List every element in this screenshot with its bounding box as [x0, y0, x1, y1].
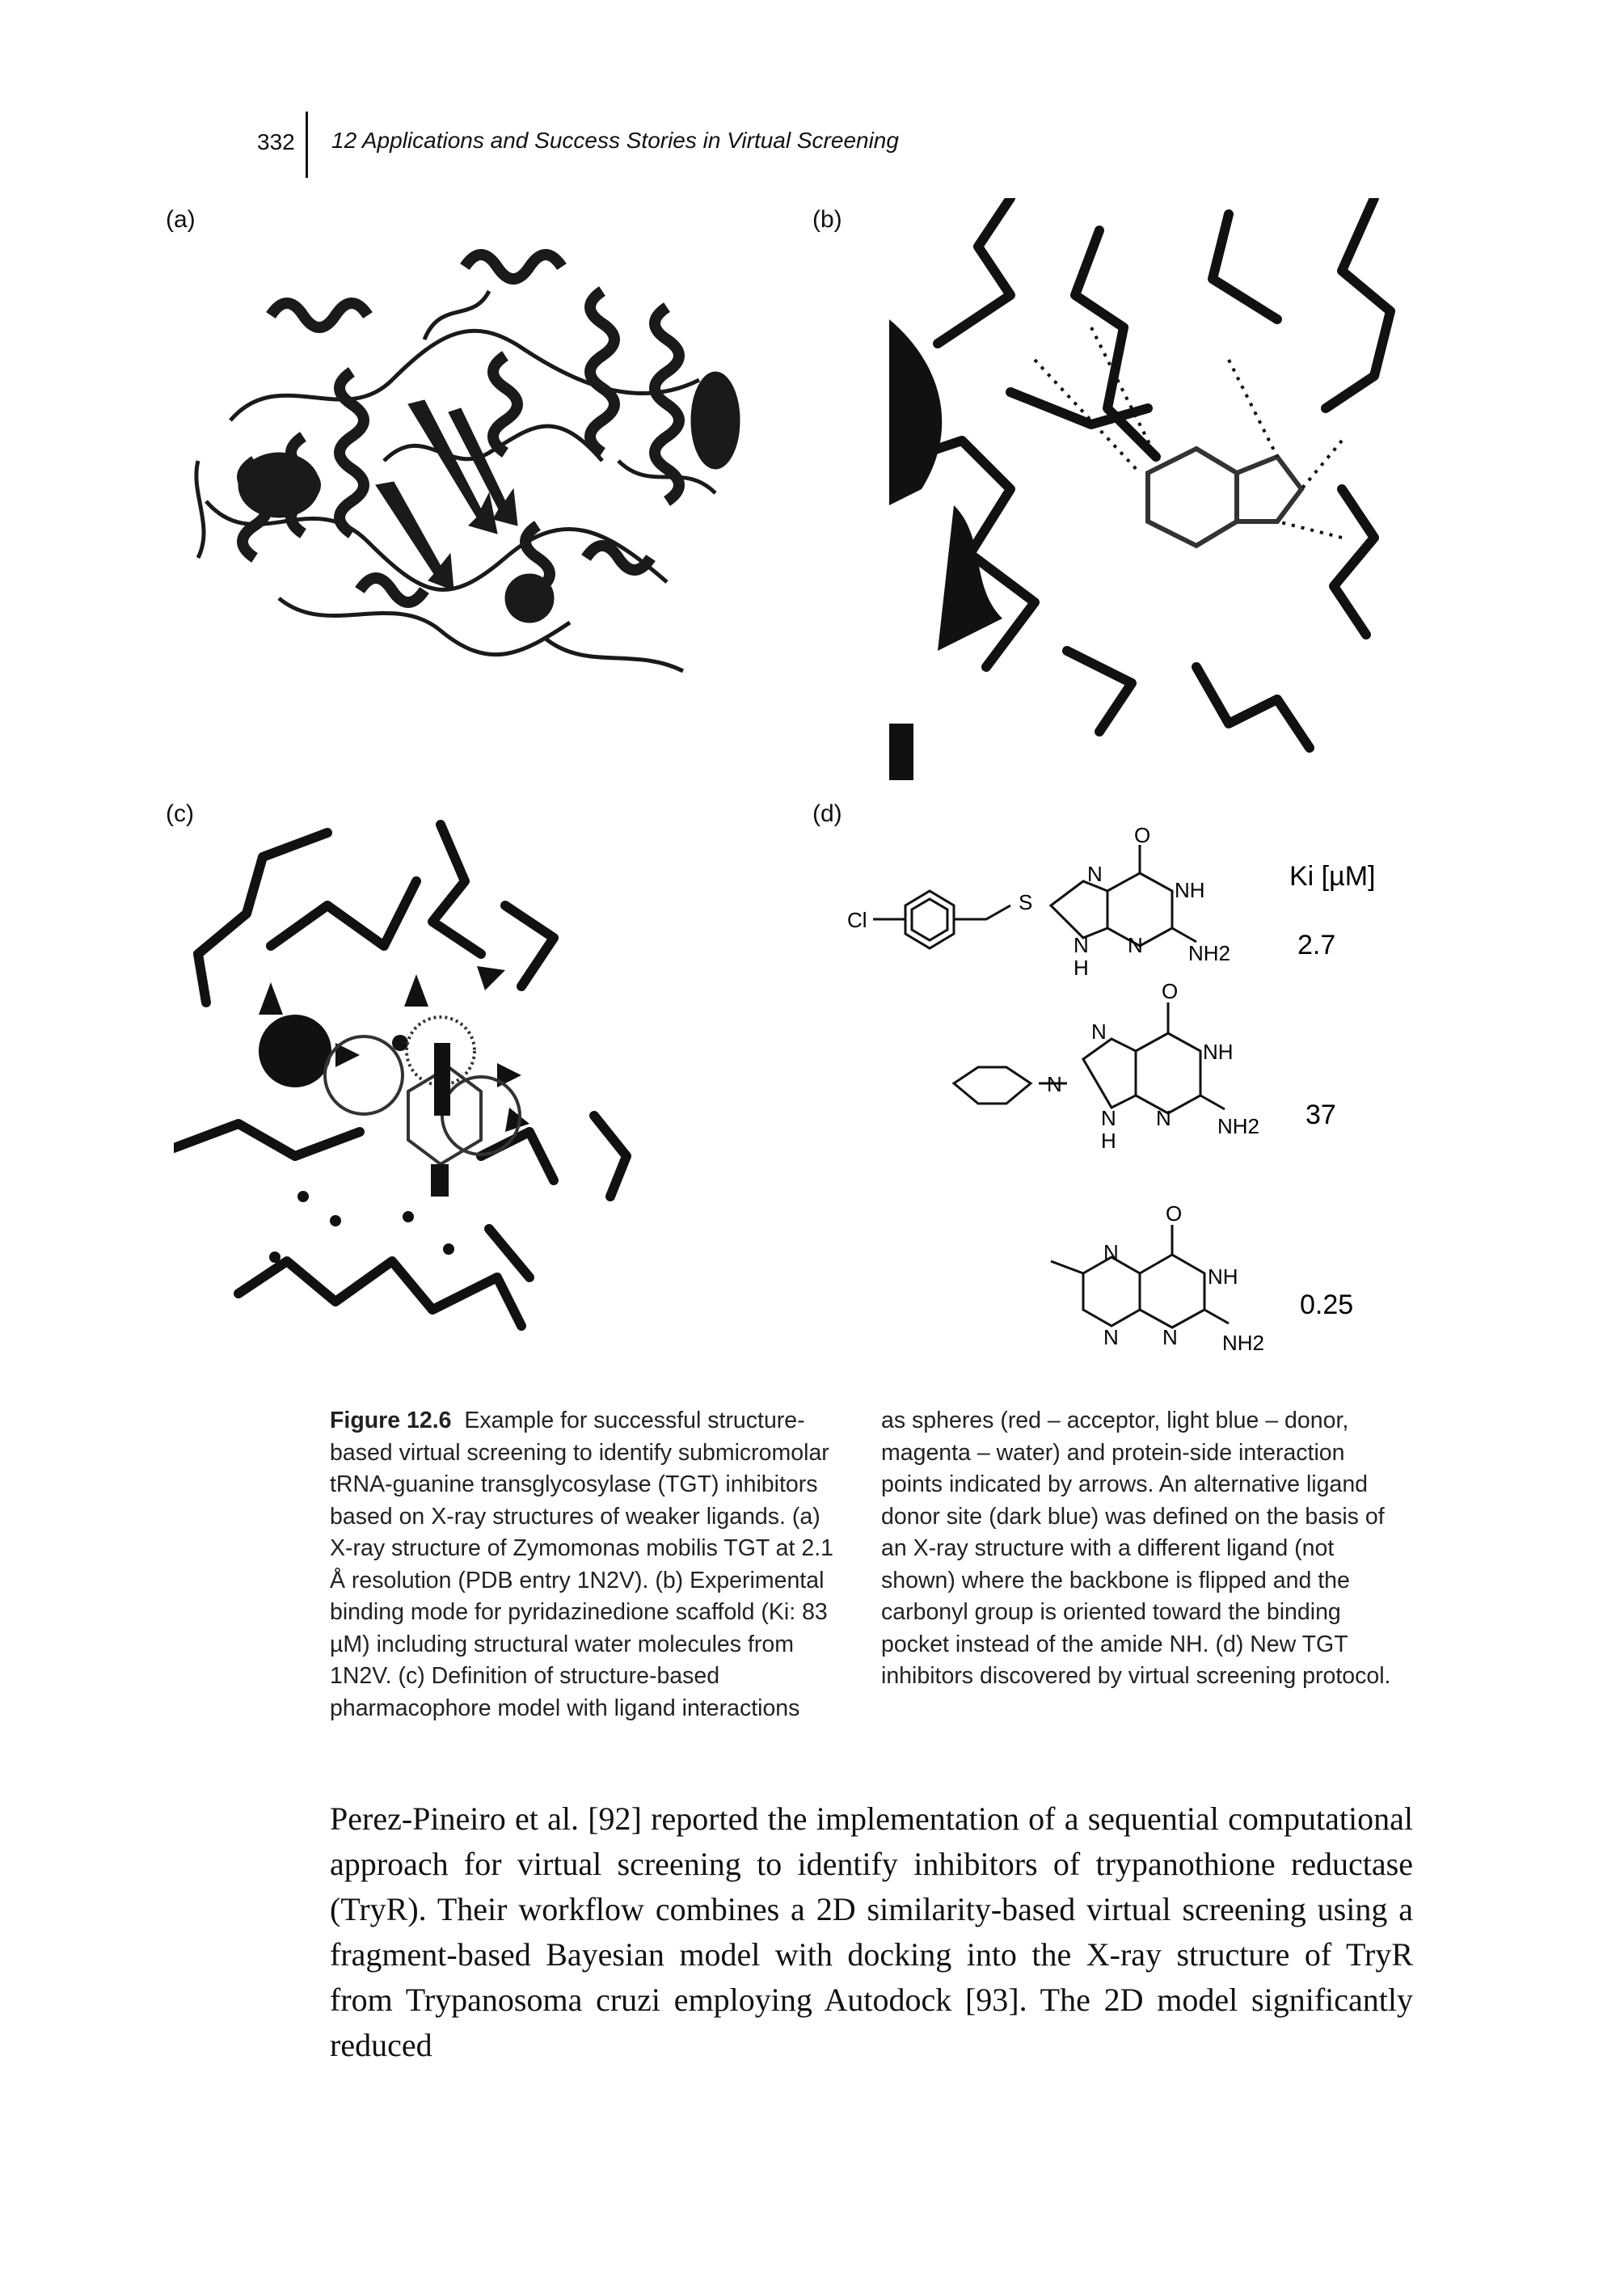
caption-col1-text: Example for successful structure-based v…	[330, 1408, 833, 1721]
panel-label-b: (b)	[812, 206, 842, 233]
compound-2-ki: 37	[1306, 1100, 1336, 1130]
c2-nh2: NH2	[1217, 1114, 1259, 1138]
c1-n2: N	[1074, 933, 1089, 957]
c2-o: O	[1162, 979, 1178, 1003]
c1-cl: Cl	[847, 908, 867, 932]
c3-n3: N	[1162, 1325, 1178, 1349]
c1-o: O	[1134, 825, 1150, 847]
c2-n-pip: N	[1047, 1072, 1062, 1096]
c1-s: S	[1019, 890, 1032, 914]
c2-n3: N	[1156, 1106, 1171, 1130]
compound-3-ki: 0.25	[1300, 1290, 1353, 1320]
c3-nh: NH	[1208, 1264, 1238, 1289]
c1-n3: N	[1128, 933, 1143, 957]
c3-o: O	[1166, 1201, 1182, 1226]
c2-n1: N	[1091, 1019, 1107, 1044]
caption-col2-text: as spheres (red – acceptor, light blue –…	[881, 1408, 1391, 1689]
c1-nh2: NH2	[1188, 941, 1230, 965]
figure-caption-left: Figure 12.6 Example for successful struc…	[330, 1405, 847, 1724]
c2-h: H	[1101, 1129, 1116, 1153]
figure-caption-right: as spheres (red – acceptor, light blue –…	[881, 1405, 1407, 1693]
c2-n2: N	[1101, 1106, 1116, 1130]
body-paragraph-text: Perez-Pineiro et al. [92] reported the i…	[330, 1800, 1413, 2063]
ki-column-header: Ki [µM]	[1289, 861, 1375, 892]
panel-d-ligand-table: Ki [µM] Cl S O N NH N H N NH2 2.7 N O N …	[847, 825, 1375, 1355]
running-title: 12 Applications and Success Stories in V…	[331, 128, 899, 153]
c1-nh: NH	[1175, 878, 1205, 902]
compound-1-ki: 2.7	[1297, 930, 1335, 960]
header-divider	[306, 112, 308, 178]
compound-2-structure	[951, 1002, 1225, 1115]
panel-label-c: (c)	[166, 800, 194, 827]
c2-nh: NH	[1203, 1040, 1234, 1064]
running-header: 332 12 Applications and Success Stories …	[0, 0, 1624, 186]
c1-h: H	[1074, 956, 1089, 980]
panel-b-binding-mode	[889, 198, 1395, 780]
panel-label-d: (d)	[812, 800, 842, 827]
figure-label: Figure 12.6	[330, 1408, 452, 1433]
panel-c-pharmacophore	[174, 820, 631, 1331]
c3-n2: N	[1103, 1325, 1119, 1349]
compound-3-structure	[1050, 1225, 1230, 1329]
c1-n1: N	[1087, 862, 1103, 886]
body-paragraph: Perez-Pineiro et al. [92] reported the i…	[330, 1796, 1413, 2068]
c3-nh2: NH2	[1222, 1331, 1264, 1355]
page-number: 332	[257, 129, 295, 154]
panel-label-a: (a)	[166, 206, 196, 233]
c3-n1: N	[1103, 1240, 1119, 1264]
panel-a-protein-structure	[194, 249, 740, 673]
compound-1-structure	[873, 845, 1197, 950]
